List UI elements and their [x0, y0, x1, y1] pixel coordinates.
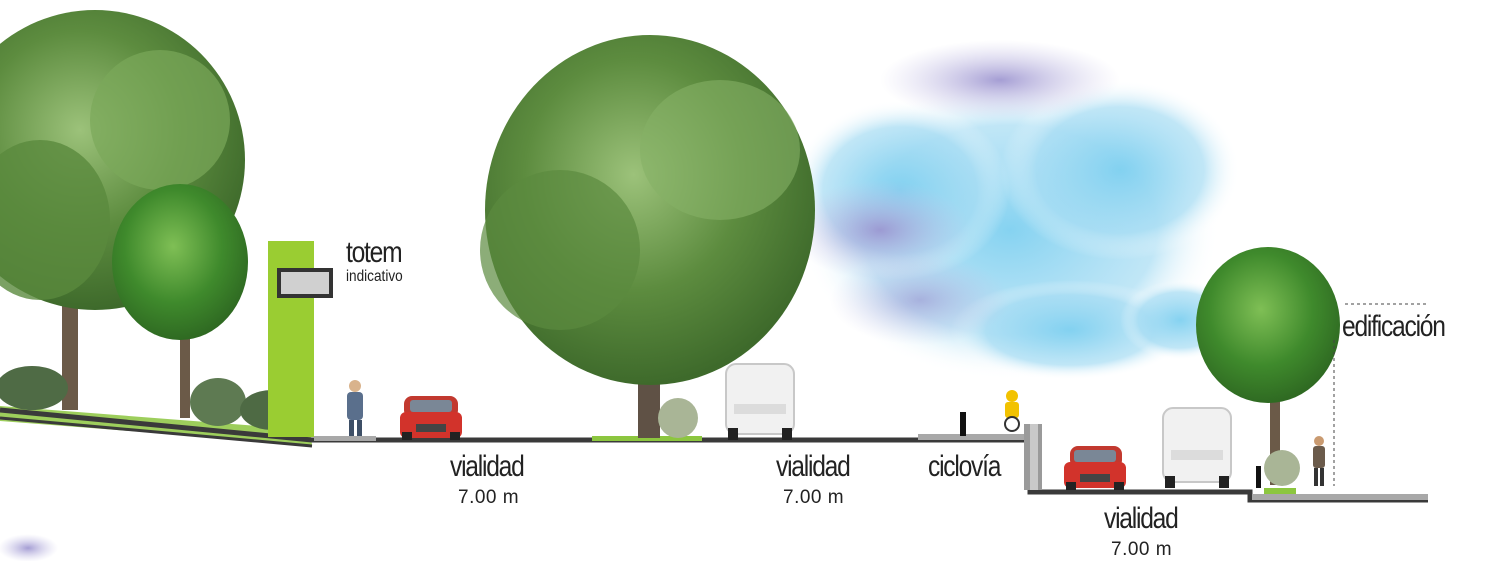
road-3-width-label: 7.00 m: [1111, 539, 1173, 560]
sidewalk-strip: [1252, 494, 1428, 500]
bollard-icon: [1256, 466, 1261, 488]
bike-lane-strip: [918, 434, 1030, 440]
shrub-icon: [658, 398, 698, 438]
car-icon: [400, 396, 462, 440]
road-3-name-label: vialidad: [1104, 502, 1179, 535]
edificacion-label: edificación: [1342, 310, 1446, 343]
road-2-width-label: 7.00 m: [783, 487, 845, 508]
tree-icon: [112, 184, 248, 418]
cloud-icon: [790, 40, 1240, 380]
shrub-icon: [0, 366, 68, 410]
cyclist-icon: [1004, 390, 1020, 432]
sidewalk-strip: [314, 436, 376, 441]
cloud-icon: [0, 534, 58, 561]
ciclovia-label: ciclovía: [928, 450, 1001, 483]
totem-sign-icon: [268, 241, 333, 437]
median-grass: [592, 436, 702, 441]
car-icon: [1064, 446, 1126, 490]
pedestrian-icon: [1313, 436, 1325, 486]
planter-grass: [1264, 488, 1296, 494]
bollard-icon: [960, 412, 966, 436]
totem-subtitle-label: indicativo: [346, 268, 403, 285]
road-1-width-label: 7.00 m: [458, 487, 520, 508]
road-1-name-label: vialidad: [450, 450, 525, 483]
van-icon: [725, 363, 795, 440]
pedestrian-icon: [347, 380, 363, 436]
tree-icon: [1196, 247, 1340, 485]
van-icon: [1162, 407, 1232, 488]
road-2-name-label: vialidad: [776, 450, 851, 483]
tree-icon: [480, 35, 815, 438]
shrub-icon: [1264, 450, 1300, 486]
totem-title-label: totem: [346, 236, 403, 269]
curb-wall: [1024, 424, 1042, 490]
